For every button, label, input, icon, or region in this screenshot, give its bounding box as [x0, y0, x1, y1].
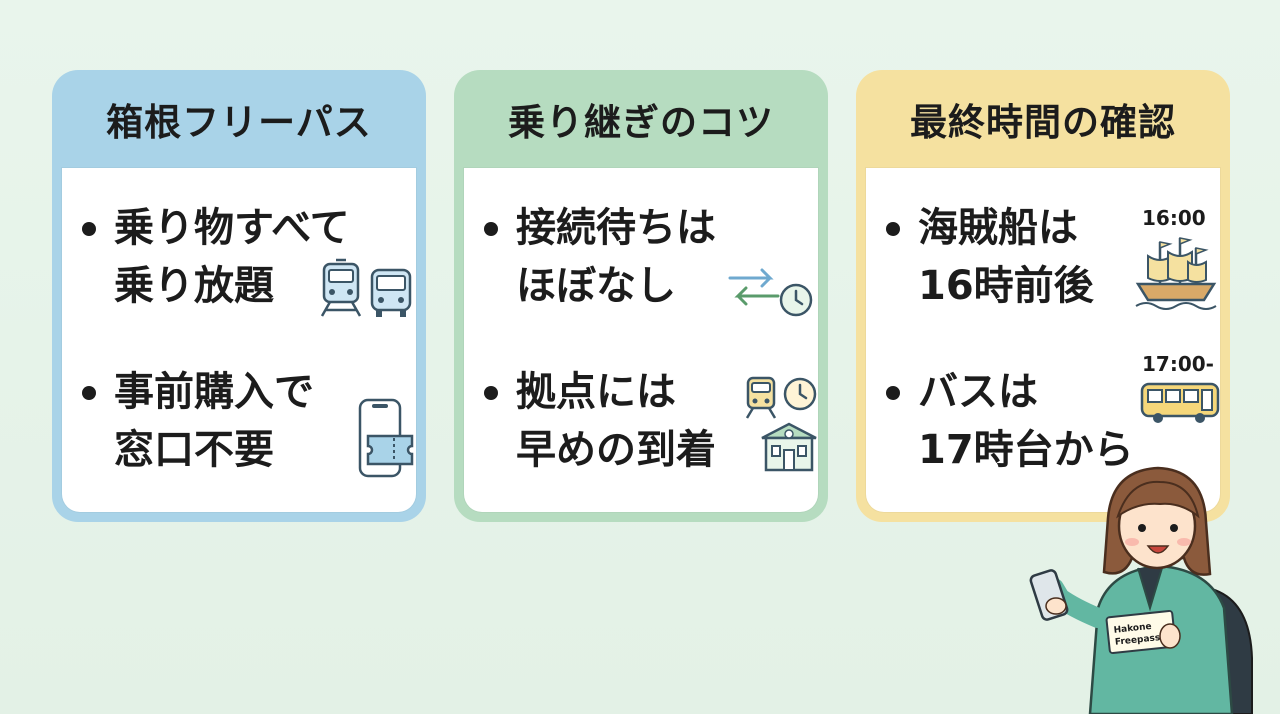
bullet — [484, 386, 498, 400]
item-line: 接続待ちは — [516, 205, 716, 251]
pass-label-line1: Hakone — [1113, 622, 1152, 636]
card-body: 接続待ちは ほぼなし 拠点には 早めの到着 — [464, 168, 818, 512]
bullet — [484, 222, 498, 236]
item-line: 乗り放題 — [114, 263, 274, 309]
clock-icon — [783, 377, 817, 411]
card-last-times: 最終時間の確認 海賊船は 16時前後 16:00 バスは 17時台から 17:0… — [856, 70, 1230, 522]
traveler-character: Hakone Freepass — [1029, 466, 1253, 714]
item-line: 事前購入で — [114, 369, 314, 415]
card-hakone-freepass: 箱根フリーパス 乗り物すべて 乗り放題 事前購入で 窓口不要 — [52, 70, 426, 522]
item-line: 窓口不要 — [114, 427, 274, 473]
card-body: 海賊船は 16時前後 16:00 バスは 17時台から 17:00- — [866, 168, 1220, 512]
clock-icon — [779, 283, 813, 317]
bullet — [82, 222, 96, 236]
item-line: バスは — [918, 369, 1038, 415]
bullet — [82, 386, 96, 400]
item-line: ほぼなし — [516, 263, 676, 309]
smartphone-ticket-icon — [358, 398, 414, 478]
item-line: 拠点には — [516, 369, 676, 415]
time-label: 16:00 — [1142, 206, 1206, 230]
card-transfer-tips: 乗り継ぎのコツ 接続待ちは ほぼなし 拠点には 早めの到着 — [454, 70, 828, 522]
item-line: 16時前後 — [918, 263, 1094, 309]
card-title: 最終時間の確認 — [910, 101, 1176, 144]
pass-label-line2: Freepass — [1114, 633, 1160, 648]
card-title: 乗り継ぎのコツ — [508, 101, 774, 144]
bullet — [886, 222, 900, 236]
transfer-arrows-icon — [728, 268, 780, 306]
train-icon — [320, 258, 362, 317]
bus-icon — [1140, 382, 1220, 423]
item-line: 海賊船は — [918, 205, 1078, 251]
card-title: 箱根フリーパス — [106, 101, 372, 144]
bus-icon — [370, 268, 412, 317]
item-line: 17時台から — [918, 427, 1134, 473]
bullet — [886, 386, 900, 400]
pirate-ship-icon — [1135, 237, 1217, 310]
item-line: 早めの到着 — [516, 427, 716, 473]
train-icon — [745, 376, 777, 419]
time-label: 17:00- — [1142, 352, 1214, 376]
item-line: 乗り物すべて — [114, 205, 350, 251]
card-body: 乗り物すべて 乗り放題 事前購入で 窓口不要 — [62, 168, 416, 512]
station-icon — [761, 422, 817, 472]
